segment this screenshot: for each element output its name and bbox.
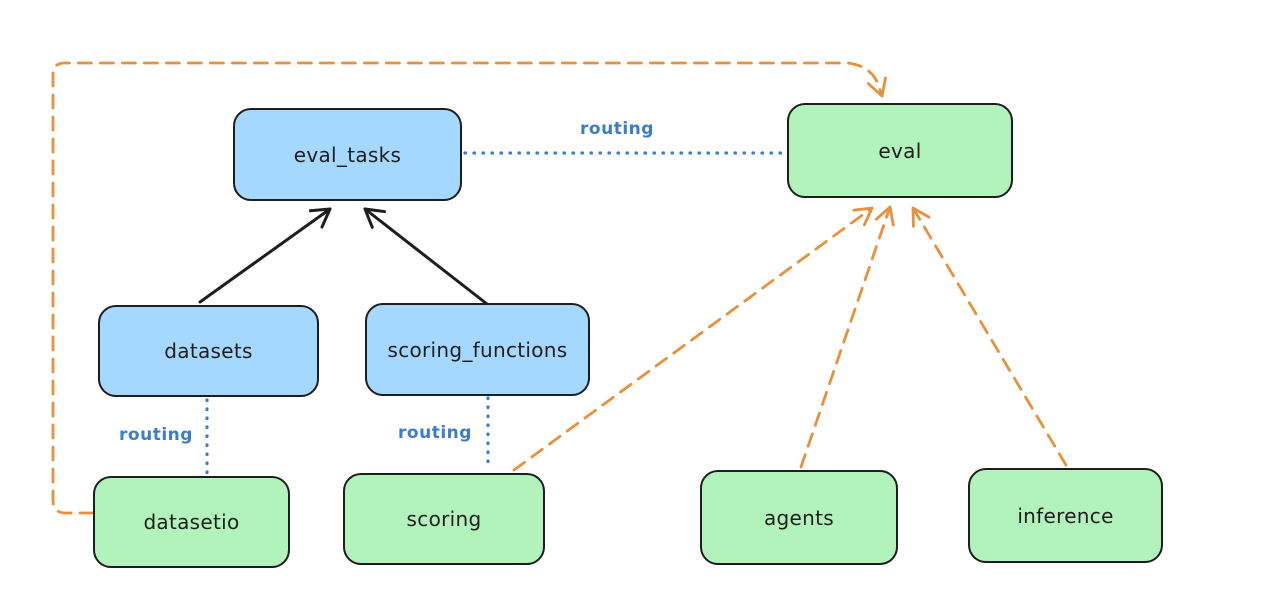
node-datasets: datasets	[98, 305, 319, 397]
edge-scoring-functions-to-eval-tasks	[363, 207, 489, 306]
edge-label-routing-datasets-datasetio: routing	[119, 425, 193, 445]
node-eval-label: eval	[878, 138, 922, 163]
node-agents: agents	[700, 470, 898, 565]
node-scoring-functions-label: scoring_functions	[387, 337, 568, 362]
node-agents-label: agents	[764, 505, 834, 530]
edge-datasetio-to-eval-around	[51, 61, 887, 515]
node-scoring-functions: scoring_functions	[365, 303, 590, 396]
node-eval-tasks: eval_tasks	[233, 108, 462, 201]
edge-label-routing-eval-tasks-eval: routing	[580, 119, 654, 139]
node-datasetio: datasetio	[93, 476, 290, 568]
edge-datasets-to-eval-tasks	[198, 207, 332, 304]
edge-inference-to-eval	[911, 206, 1068, 467]
node-scoring: scoring	[343, 473, 545, 565]
node-datasetio-label: datasetio	[143, 510, 240, 534]
node-datasets-label: datasets	[164, 339, 253, 363]
edge-scoring-to-eval	[512, 206, 874, 472]
node-inference-label: inference	[1017, 503, 1114, 528]
edge-agents-to-eval	[799, 205, 895, 469]
node-eval: eval	[787, 103, 1013, 198]
node-scoring-label: scoring	[406, 507, 482, 531]
node-inference: inference	[968, 468, 1163, 563]
edge-label-routing-scoring-functions-scoring: routing	[398, 423, 472, 443]
node-eval-tasks-label: eval_tasks	[293, 142, 402, 167]
